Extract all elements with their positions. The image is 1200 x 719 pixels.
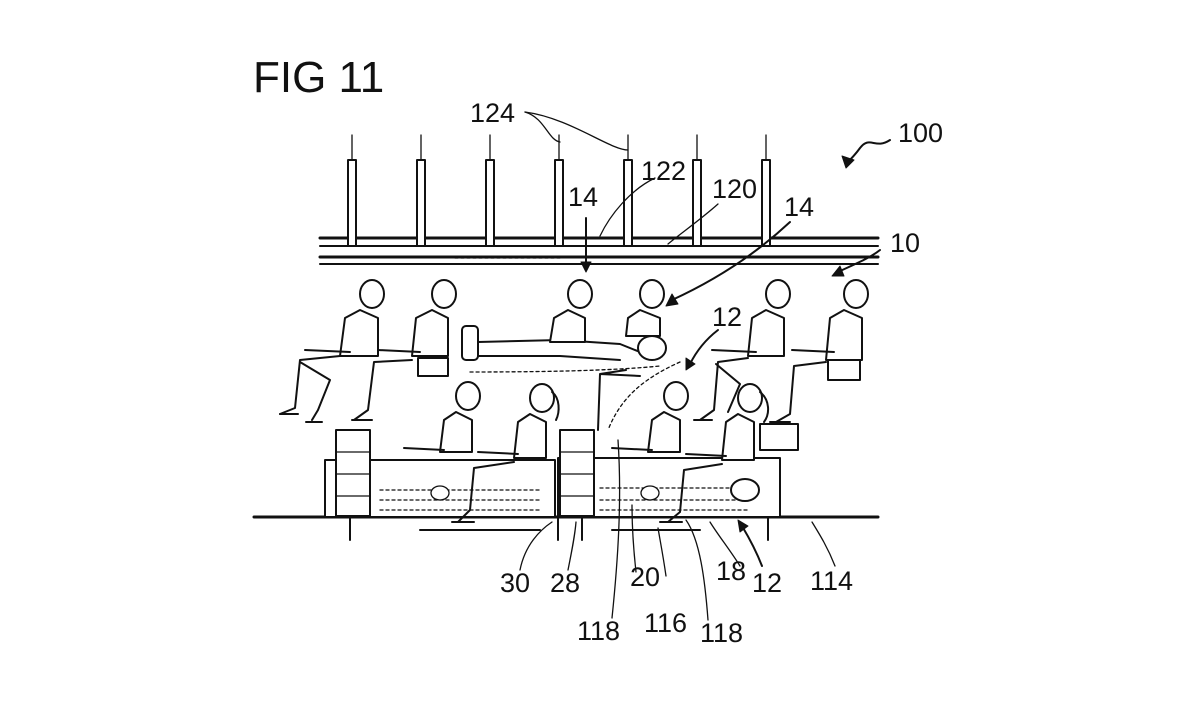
hanger — [692, 134, 702, 247]
ceiling-hangers — [347, 134, 771, 247]
access-path — [607, 361, 681, 431]
ref-116: 116 — [644, 608, 687, 638]
reference-numerals: 124 100 122 120 14 14 10 12 30 28 20 18 … — [470, 98, 943, 648]
ref-100: 100 — [898, 118, 943, 148]
lower-passenger — [611, 381, 689, 453]
upper-passenger — [351, 279, 457, 421]
hanger — [761, 134, 771, 247]
ref-122: 122 — [641, 156, 686, 186]
lower-passenger — [659, 383, 770, 523]
ceiling-structure — [318, 236, 880, 265]
lower-berth-right — [557, 423, 799, 518]
upper-passenger — [279, 279, 385, 423]
lower-passenger — [451, 383, 560, 523]
ref-124: 124 — [470, 98, 515, 128]
ref-12-upper: 12 — [712, 302, 742, 332]
ref-120: 120 — [712, 174, 757, 204]
ref-28: 28 — [550, 568, 580, 598]
ref-14-left: 14 — [568, 182, 598, 212]
upper-passenger — [693, 279, 791, 421]
upper-passenger — [597, 279, 665, 431]
ref-14-right: 14 — [784, 192, 814, 222]
hanger — [485, 134, 495, 247]
hanger — [623, 134, 633, 247]
hanger — [554, 134, 564, 247]
ref-18: 18 — [716, 556, 746, 586]
upper-passenger — [769, 279, 869, 423]
ref-114: 114 — [810, 566, 853, 596]
hanger — [347, 134, 357, 247]
lower-passenger — [403, 381, 481, 453]
ref-10: 10 — [890, 228, 920, 258]
floor — [252, 515, 880, 541]
hanger — [416, 134, 426, 247]
ref-20: 20 — [630, 562, 660, 592]
ref-12-lower: 12 — [752, 568, 782, 598]
ref-30: 30 — [500, 568, 530, 598]
figure-title: FIG 11 — [253, 53, 384, 102]
upper-passenger — [549, 279, 593, 343]
ref-118-left: 118 — [577, 616, 620, 646]
reclining-passenger — [461, 325, 667, 373]
leader-lines — [519, 111, 891, 621]
lower-berth-left — [324, 429, 556, 518]
ref-118-right: 118 — [700, 618, 743, 648]
